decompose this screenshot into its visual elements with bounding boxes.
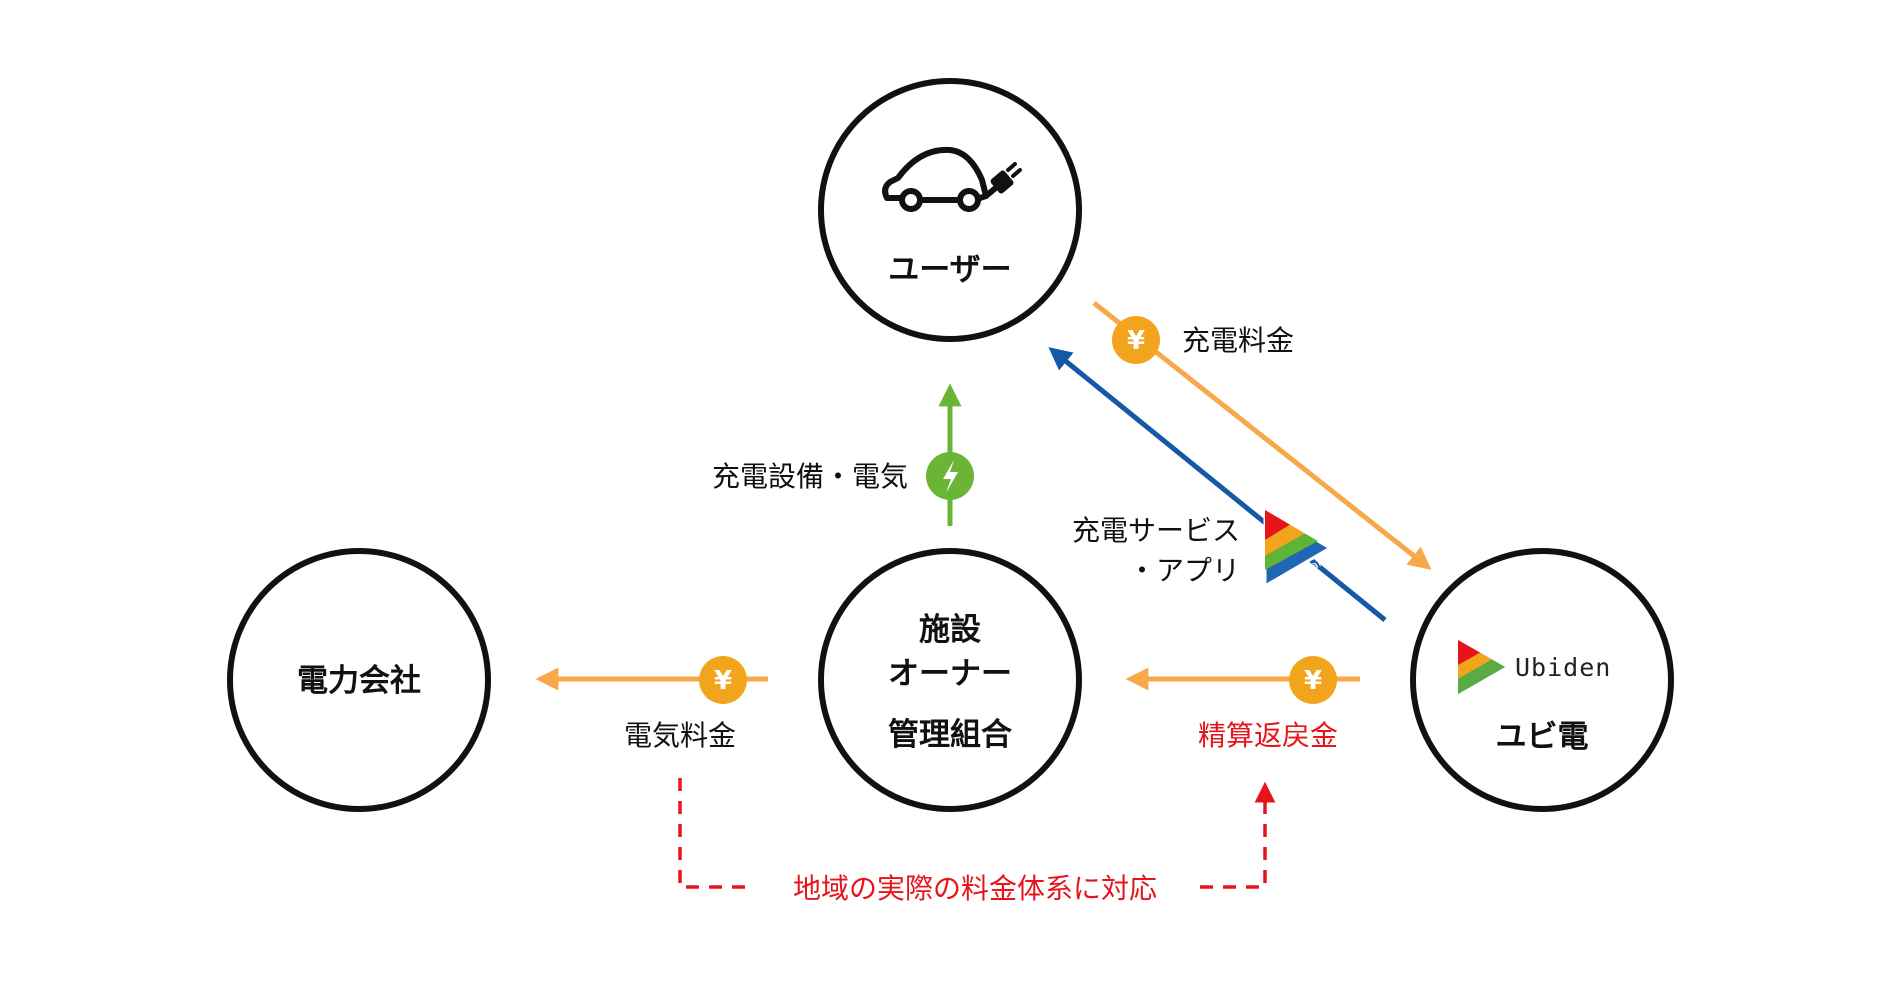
charging-fee-label: 充電料金 xyxy=(1182,324,1294,357)
yen-symbol: ¥ xyxy=(1127,326,1145,356)
lightning-badge xyxy=(926,452,974,500)
ubiden-node: Ubiden ユビ電 xyxy=(1410,548,1674,812)
electricity-fee-label: 電気料金 xyxy=(624,719,736,752)
ubiden-logo: Ubiden xyxy=(1458,640,1611,694)
service-label-line2: ・アプリ xyxy=(1128,554,1240,587)
user-node: ユーザー xyxy=(818,78,1082,342)
power-company-node: 電力会社 xyxy=(227,548,491,812)
owner-label-line3: 管理組合 xyxy=(888,717,1012,753)
ubiden-label: ユビ電 xyxy=(1496,719,1589,755)
ubiden-logo-text: Ubiden xyxy=(1515,653,1611,682)
electricity-fee-yen-badge: ¥ xyxy=(699,656,747,704)
settlement-refund-yen-badge: ¥ xyxy=(1289,656,1337,704)
owner-label-line2: オーナー xyxy=(888,656,1012,692)
lightning-icon xyxy=(943,460,958,493)
yen-symbol: ¥ xyxy=(714,666,732,696)
wecharge-logo: WeCharge xyxy=(1263,507,1337,589)
service-app-arrow xyxy=(1048,347,1387,622)
settlement-refund-label: 精算返戻金 xyxy=(1198,719,1338,752)
equipment-electricity-label: 充電設備・電気 xyxy=(712,460,908,493)
service-label-line1: 充電サービス xyxy=(1072,514,1240,547)
regional-pricing-label: 地域の実際の料金体系に対応 xyxy=(793,872,1157,905)
owner-node: 施設 オーナー 管理組合 xyxy=(818,548,1082,812)
power-company-label: 電力会社 xyxy=(297,663,421,699)
charging-fee-yen-badge: ¥ xyxy=(1112,316,1160,364)
ev-car-plug-icon xyxy=(882,146,1022,212)
owner-label-line1: 施設 xyxy=(919,612,981,648)
yen-symbol: ¥ xyxy=(1304,666,1322,696)
user-label: ユーザー xyxy=(888,252,1011,288)
